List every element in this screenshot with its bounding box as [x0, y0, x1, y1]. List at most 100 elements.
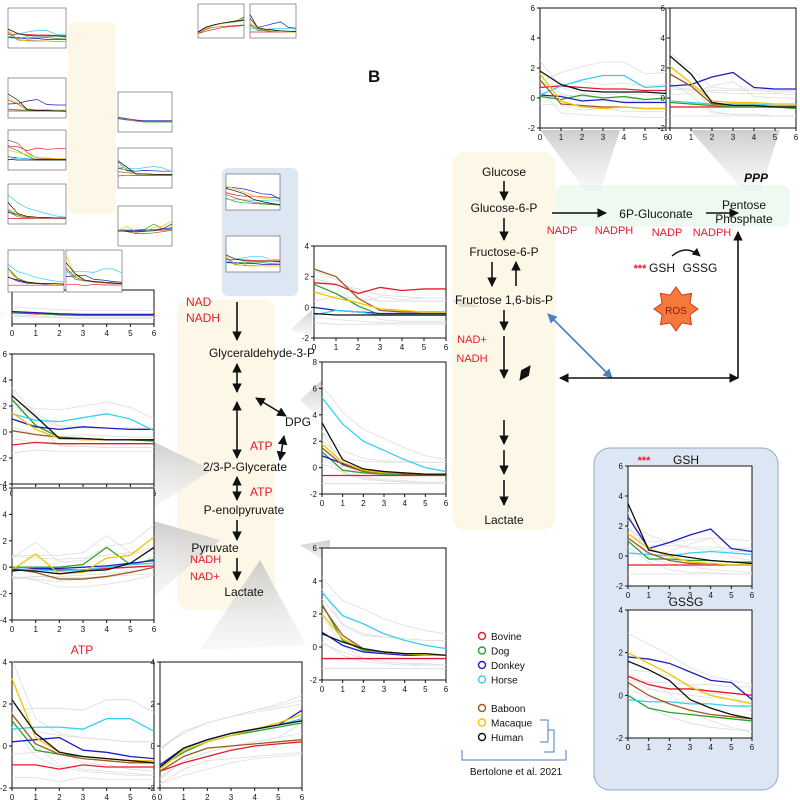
thumbnail-series	[225, 194, 281, 205]
chart-series-line	[313, 291, 446, 313]
y-tick-label: 6	[531, 4, 536, 13]
x-tick-label: 6	[444, 343, 449, 352]
thumbnail-frame	[7, 77, 67, 119]
thumbnail-series	[65, 262, 123, 284]
thumbnail-frame	[225, 235, 281, 273]
x-tick-label: 6	[750, 743, 755, 752]
label-atp-2: ATP	[250, 485, 272, 499]
legend-marker-dog	[477, 646, 487, 655]
y-tick-label: 4	[313, 577, 318, 586]
chart-faint-trace	[11, 749, 155, 772]
chart-faint-trace	[539, 60, 666, 96]
inset-gssg-title: GSSG	[669, 595, 704, 609]
chart-series-line	[627, 681, 753, 720]
x-tick-label: 5	[276, 793, 281, 800]
thumbnail-series	[7, 276, 65, 285]
chart-series-line	[11, 310, 154, 316]
chart-series-line	[539, 74, 667, 96]
x-tick-label: 1	[646, 743, 651, 752]
thumbnail-chart	[249, 3, 297, 39]
x-tick-label: 3	[378, 343, 383, 352]
chart-faint-trace	[669, 87, 796, 93]
x-tick-label: 0	[312, 343, 317, 352]
chart-series-line	[11, 736, 155, 760]
x-tick-label: 6	[152, 793, 157, 800]
x-tick-label: 6	[152, 625, 157, 634]
legend: BovineDogDonkeyHorseBaboonMacaqueHumanBe…	[461, 631, 567, 778]
x-tick-label: 1	[33, 793, 38, 800]
thumbnail-chart	[7, 77, 67, 119]
x-tick-label: 5	[773, 133, 778, 142]
chart-faint-trace	[11, 726, 154, 776]
chart-series-line	[313, 282, 446, 295]
chart-series-line	[159, 713, 303, 770]
x-tick-label: 0	[10, 329, 15, 338]
thumbnail-series	[7, 36, 67, 39]
x-tick-label: 3	[731, 133, 736, 142]
label-ppp: PPP	[744, 171, 769, 185]
thumbnail-series	[66, 283, 122, 287]
y-tick-label: 2	[151, 700, 156, 709]
chart-faint-trace	[11, 550, 155, 560]
label-nadh: NADH	[456, 353, 487, 365]
thumbnail-series	[65, 268, 123, 274]
x-tick-label: 4	[104, 625, 109, 634]
chart-faint-trace	[11, 401, 155, 420]
y-tick-label: 0	[661, 94, 666, 103]
thumbnail-series	[117, 229, 173, 234]
x-tick-label: 0	[10, 625, 15, 634]
x-tick-label: 4	[708, 591, 713, 600]
inset-gsh-stars: ***	[638, 455, 652, 467]
chart-faint-trace	[321, 430, 446, 483]
chart-faint-trace	[627, 546, 752, 575]
thumbnail-chart	[65, 249, 123, 293]
glycolysis-left-panel	[177, 300, 275, 610]
thumbnail-chart	[225, 173, 281, 211]
thumbnail-series	[117, 174, 172, 177]
y-tick-label: -2	[310, 490, 318, 499]
chart-faint-trace	[539, 79, 667, 103]
chart-series-line	[321, 592, 447, 650]
x-tick-label: 1	[646, 591, 651, 600]
chart-series-line	[627, 550, 753, 557]
thumbnail-series	[225, 255, 280, 267]
x-tick-label: 3	[382, 499, 387, 508]
thumbnail-frame	[65, 249, 123, 293]
chart-faint-trace	[11, 314, 154, 319]
y-tick-label: -4	[0, 480, 8, 489]
thumbnail-series	[7, 202, 66, 219]
label-lactate: Lactate	[484, 513, 524, 527]
thumbnail-frame	[7, 129, 67, 171]
chart-series-line	[11, 714, 154, 764]
x-tick-label: 3	[382, 685, 387, 694]
y-tick-label: 6	[313, 384, 318, 393]
legend-label-baboon: Baboon	[491, 704, 525, 715]
chart-series-line	[159, 720, 303, 768]
chart-series-line	[627, 660, 753, 720]
y-tick-label: 0	[619, 691, 624, 700]
y-tick-label: 0	[313, 464, 318, 473]
y-tick-label: -2	[310, 676, 318, 685]
chart-faint-trace	[627, 673, 753, 732]
chart-series-line	[627, 675, 753, 696]
thumbnail-series	[117, 117, 172, 123]
thumbnail-series	[7, 29, 66, 42]
x-tick-label: 3	[601, 133, 606, 142]
chart-series-line	[11, 562, 155, 572]
y-tick-label: -2	[0, 784, 8, 793]
thumbnail-series	[7, 99, 66, 106]
thumbnail-series	[7, 145, 66, 152]
x-tick-label: 0	[668, 133, 673, 142]
chart-faint-trace	[313, 316, 446, 324]
y-tick-label: -4	[0, 616, 8, 625]
y-tick-label: -2	[616, 582, 624, 591]
y-tick-label: 6	[619, 462, 624, 471]
y-tick-label: -2	[302, 334, 310, 343]
chart-faint-trace	[627, 519, 752, 552]
y-tick-label: -2	[528, 124, 536, 133]
y-tick-label: 0	[531, 94, 536, 103]
